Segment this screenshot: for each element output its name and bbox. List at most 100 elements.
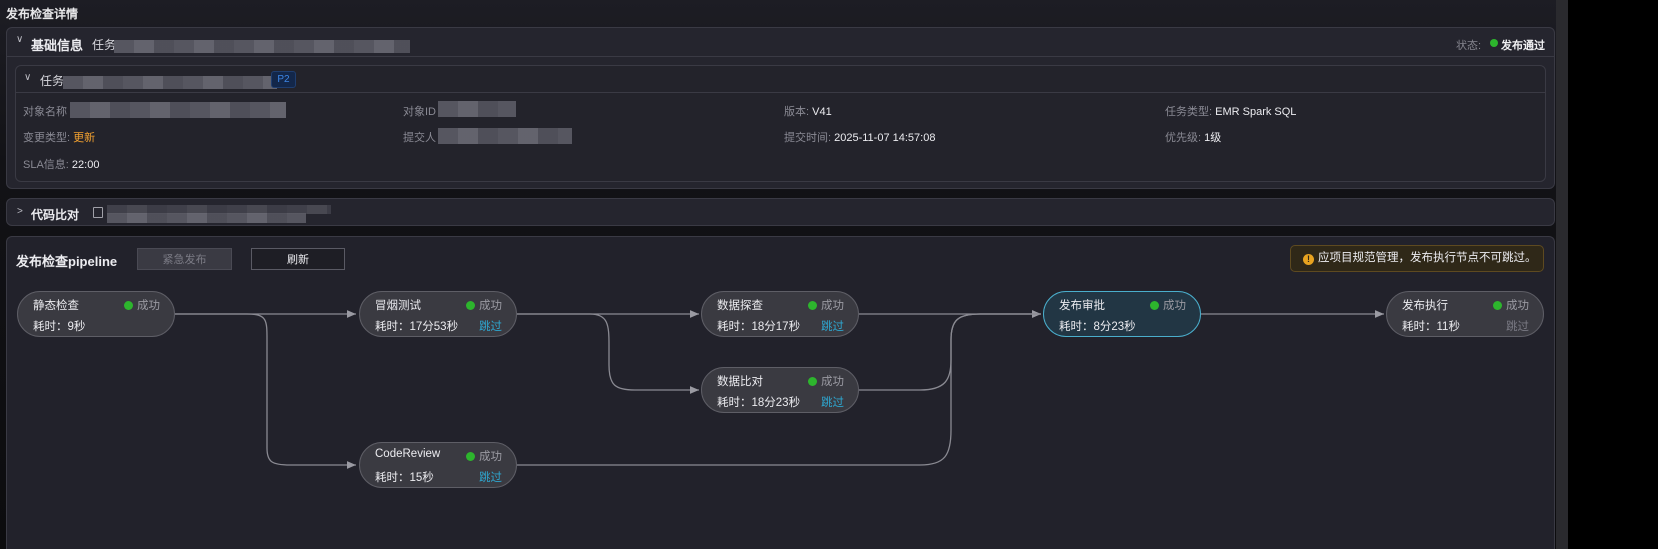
node-name: 发布执行 xyxy=(1402,300,1448,312)
success-dot-icon xyxy=(466,452,475,462)
node-status-text: 成功 xyxy=(479,300,502,312)
node-status: 成功 xyxy=(1150,297,1186,313)
change-type-label: 变更类型: xyxy=(23,132,71,144)
node-duration: 耗时：15秒 xyxy=(375,472,434,484)
warning-icon: ! xyxy=(1303,254,1314,265)
redacted-object-name xyxy=(70,102,286,118)
field-sla: SLA信息: 22:00 xyxy=(23,156,99,172)
version-value: V41 xyxy=(812,106,832,118)
chevron-down-icon[interactable]: ∨ xyxy=(24,72,32,83)
success-dot-icon xyxy=(124,301,133,311)
field-priority: 优先级: 1级 xyxy=(1165,129,1221,145)
node-data-probe[interactable]: 数据探查 成功 耗时：18分17秒 跳过 xyxy=(701,291,859,337)
success-dot-icon xyxy=(1493,301,1502,311)
node-status-text: 成功 xyxy=(1163,300,1186,312)
sla-value: 22:00 xyxy=(71,159,100,171)
priority-badge: P2 xyxy=(271,71,296,88)
window-edge xyxy=(1568,0,1658,549)
priority-value: 1级 xyxy=(1204,132,1222,144)
node-code-review[interactable]: CodeReview 成功 耗时：15秒 跳过 xyxy=(359,442,517,488)
warning-banner: ! 应项目规范管理，发布执行节点不可跳过。 xyxy=(1290,245,1544,272)
skip-link[interactable]: 跳过 xyxy=(821,397,844,409)
urgent-release-button[interactable]: 紧急发布 xyxy=(137,248,232,270)
success-dot-icon xyxy=(808,377,817,387)
edge-compare-approve xyxy=(859,310,1041,391)
change-type-value: 更新 xyxy=(73,132,96,144)
node-status: 成功 xyxy=(466,448,502,464)
edge-smoke-compare xyxy=(517,313,699,394)
submit-time-label: 提交时间: xyxy=(784,132,832,144)
code-compare-title: 代码比对 xyxy=(31,208,80,222)
skip-link[interactable]: 跳过 xyxy=(479,472,502,484)
field-version: 版本: V41 xyxy=(784,103,832,119)
version-label: 版本: xyxy=(784,106,810,118)
object-name-label: 对象名称 xyxy=(23,106,67,118)
node-smoke-test[interactable]: 冒烟测试 成功 耗时：17分53秒 跳过 xyxy=(359,291,517,337)
success-dot-icon xyxy=(1150,301,1159,311)
page-title: 发布检查详情 xyxy=(6,7,79,21)
node-status-text: 成功 xyxy=(479,451,502,463)
edge-review-approve xyxy=(517,313,1041,466)
node-duration: 耗时：18分17秒 xyxy=(717,321,801,333)
sla-label: SLA信息: xyxy=(23,159,69,171)
chevron-down-icon[interactable]: ∨ xyxy=(16,34,24,45)
redacted-object-id xyxy=(438,101,516,117)
warning-text: 应项目规范管理，发布执行节点不可跳过。 xyxy=(1318,252,1537,264)
skip-link-disabled: 跳过 xyxy=(1506,321,1529,333)
skip-link[interactable]: 跳过 xyxy=(479,321,502,333)
field-submit-time: 提交时间: 2025-11-07 14:57:08 xyxy=(784,129,935,145)
field-object-name: 对象名称 xyxy=(23,103,67,119)
node-name: CodeReview xyxy=(375,448,441,460)
redacted-task-title xyxy=(63,76,277,89)
redacted-code-compare-2 xyxy=(107,213,306,223)
task-prefix: 任务 xyxy=(92,38,117,52)
node-status: 成功 xyxy=(124,297,160,313)
redacted-code-compare xyxy=(107,205,331,214)
task-card-header[interactable]: ∨ 任务 xyxy=(16,66,1545,93)
node-name: 发布审批 xyxy=(1059,300,1105,312)
node-name: 静态检查 xyxy=(33,300,79,312)
edge-static-review xyxy=(175,313,356,469)
status-dot-icon xyxy=(1490,39,1498,47)
node-duration: 耗时：18分23秒 xyxy=(717,397,801,409)
submit-time-value: 2025-11-07 14:57:08 xyxy=(834,132,936,144)
node-data-compare[interactable]: 数据比对 成功 耗时：18分23秒 跳过 xyxy=(701,367,859,413)
skip-link[interactable]: 跳过 xyxy=(821,321,844,333)
field-task-type: 任务类型: EMR Spark SQL xyxy=(1165,103,1296,119)
node-status: 成功 xyxy=(808,297,844,313)
node-duration: 耗时：8分23秒 xyxy=(1059,321,1136,333)
field-change-type: 变更类型: 更新 xyxy=(23,129,95,145)
task-type-label: 任务类型: xyxy=(1165,106,1213,118)
status-value: 发布通过 xyxy=(1501,40,1545,52)
node-release-execute[interactable]: 发布执行 成功 耗时：11秒 跳过 xyxy=(1386,291,1544,337)
redacted-task-name xyxy=(114,40,410,53)
task-card: ∨ 任务 xyxy=(15,65,1546,182)
node-status: 成功 xyxy=(808,373,844,389)
chevron-right-icon[interactable]: > xyxy=(17,206,23,217)
pipeline-edges xyxy=(175,310,1384,469)
redacted-submitter xyxy=(438,128,572,144)
submitter-label: 提交人 xyxy=(403,132,436,144)
success-dot-icon xyxy=(466,301,475,311)
node-name: 数据探查 xyxy=(717,300,763,312)
scrollbar[interactable] xyxy=(1556,0,1568,549)
refresh-button[interactable]: 刷新 xyxy=(251,248,345,270)
node-name: 数据比对 xyxy=(717,376,763,388)
pipeline-title: 发布检查pipeline xyxy=(16,254,118,269)
field-object-id: 对象ID xyxy=(403,103,436,119)
node-release-approval[interactable]: 发布审批 成功 耗时：8分23秒 xyxy=(1043,291,1201,337)
basic-info-title: 基础信息 xyxy=(31,38,84,53)
node-static-check[interactable]: 静态检查 成功 耗时：9秒 xyxy=(17,291,175,337)
node-duration: 耗时：11秒 xyxy=(1402,321,1460,333)
node-status: 成功 xyxy=(1493,297,1529,313)
code-compare-card[interactable]: > 代码比对 xyxy=(6,198,1555,226)
basic-info-header[interactable]: ∨ 基础信息 任务 状态: 发布通过 xyxy=(7,28,1554,57)
success-dot-icon xyxy=(808,301,817,311)
priority-label: 优先级: xyxy=(1165,132,1202,144)
page: 发布检查详情 ∨ 基础信息 任务 状态: 发布通过 ∨ 任务 P2 对象名称 对… xyxy=(0,0,1568,549)
node-name: 冒烟测试 xyxy=(375,300,421,312)
checkbox-icon[interactable] xyxy=(93,207,103,218)
task-card-title: 任务 xyxy=(40,74,65,88)
node-duration: 耗时：9秒 xyxy=(33,321,86,333)
node-status-text: 成功 xyxy=(1506,300,1529,312)
